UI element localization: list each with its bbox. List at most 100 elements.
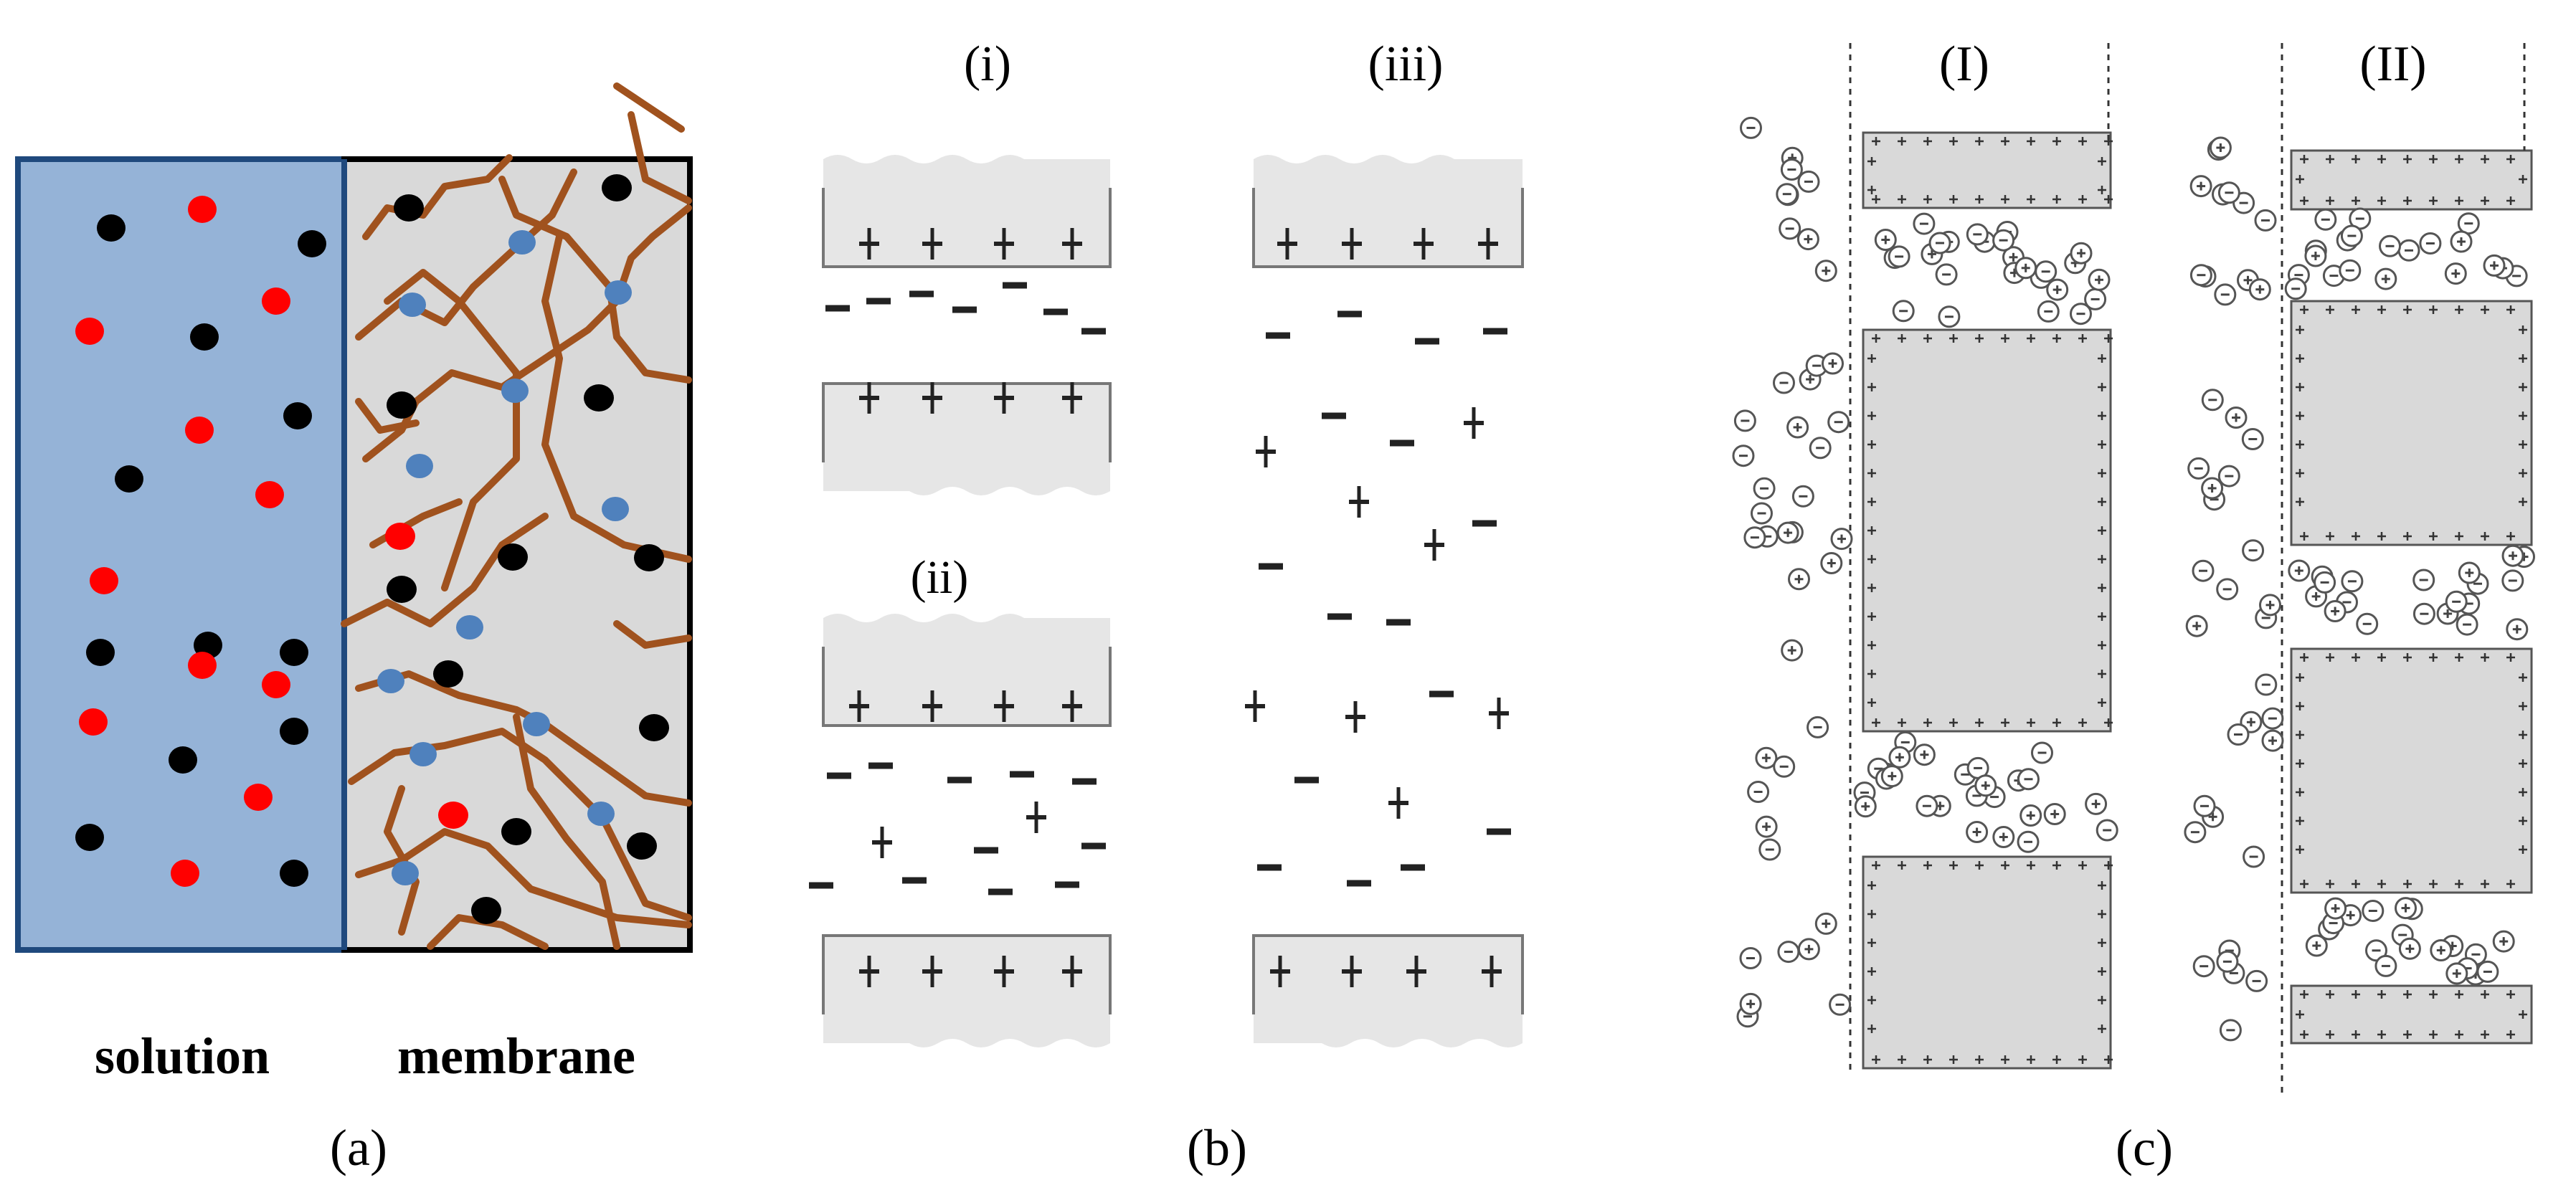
black-ion (639, 714, 669, 741)
charged-block (1862, 328, 2112, 733)
wall-edge (822, 188, 1112, 268)
black-ion (86, 639, 115, 666)
black-ion (298, 230, 326, 257)
anion (2379, 234, 2401, 257)
red-ion (255, 481, 284, 508)
anion (2419, 232, 2442, 255)
black-ion (634, 544, 664, 571)
charged-block (2290, 647, 2533, 894)
anion (1892, 300, 1915, 323)
label-I: (I) (1939, 37, 1989, 92)
black-ion (501, 818, 531, 845)
charged-block (2290, 984, 2533, 1045)
cation (1814, 912, 1837, 935)
anion (1827, 411, 1850, 434)
anion (2314, 571, 2336, 594)
anion (2340, 224, 2363, 247)
anion (2192, 955, 2215, 978)
red-ion (438, 802, 468, 829)
anion (2241, 428, 2264, 450)
caption-b: (b) (1187, 1119, 1247, 1176)
cation (1966, 821, 1989, 843)
anion (2476, 960, 2499, 983)
cation (2043, 803, 2066, 825)
fixed-charge-sites (377, 230, 632, 885)
anion (2255, 673, 2278, 696)
anion (2362, 900, 2385, 922)
black-ion (97, 214, 126, 242)
anion (2242, 539, 2265, 562)
black-ion (190, 323, 219, 351)
cation (1992, 826, 2015, 848)
black-ion (169, 746, 197, 774)
red-ion (262, 287, 290, 315)
cation (2430, 939, 2453, 961)
anion (2397, 239, 2420, 262)
anion (1747, 781, 1770, 803)
wall-edge (1252, 188, 1524, 268)
positive-charge (1489, 698, 1509, 729)
anion (1739, 947, 1762, 969)
black-ion (115, 465, 143, 493)
anion (2187, 457, 2210, 480)
charged-block (1862, 855, 2112, 1070)
cation (2445, 962, 2468, 985)
anion (2456, 613, 2478, 636)
cation (2014, 257, 2037, 280)
solution-label: solution (95, 1027, 270, 1085)
anion (2214, 283, 2237, 306)
solution-ions (75, 196, 326, 887)
anion (1888, 245, 1910, 268)
anion (1733, 409, 1756, 432)
membrane-label: membrane (397, 1027, 635, 1085)
positive-charge (1245, 690, 1265, 722)
cation (2304, 244, 2327, 267)
cation (1830, 528, 1853, 551)
wall-fill (1254, 936, 1523, 1047)
cation (2374, 267, 2397, 290)
positive-charge (1345, 701, 1365, 733)
cation (2209, 136, 2232, 159)
anion (2284, 277, 2307, 300)
anion (1966, 223, 1989, 246)
anion (1740, 116, 1762, 139)
cation (2398, 937, 2421, 960)
cation (2444, 262, 2467, 285)
membrane-blocks (1849, 43, 2533, 1097)
wall-fill (823, 614, 1110, 726)
red-ion (385, 523, 415, 550)
cation (2324, 897, 2347, 920)
anion (1935, 263, 1958, 286)
panel-b-diagram: (i) (iii) (ii) (b) (809, 37, 1524, 1176)
panel-c-diagram: (I) (II) (c) (1732, 37, 2535, 1176)
positive-charge (1424, 529, 1444, 561)
cation (2288, 559, 2311, 582)
cation (1888, 746, 1911, 769)
positive-charge (872, 827, 892, 858)
cation (1755, 815, 1778, 838)
fixed-site (377, 669, 404, 693)
anion (2217, 181, 2240, 204)
red-ion (79, 708, 108, 736)
cation (1913, 743, 1936, 766)
fixed-site (406, 454, 433, 478)
label-iii: (iii) (1368, 37, 1444, 92)
red-ion (188, 196, 217, 223)
anion (1777, 941, 1800, 964)
anion (1992, 229, 2015, 252)
membrane-ions (385, 174, 669, 924)
wall-fill (823, 155, 1110, 267)
red-ion (262, 671, 290, 698)
cation (2259, 594, 2281, 617)
cation (2305, 934, 2328, 957)
anion (1938, 305, 1961, 328)
fixed-site (392, 861, 419, 885)
cation (1854, 795, 1877, 818)
red-ion (171, 860, 199, 887)
electrolyte-ions (1732, 116, 2535, 1042)
anion (1773, 755, 1796, 778)
black-ion (387, 391, 417, 419)
anion (1916, 794, 1938, 817)
label-II: (II) (2359, 37, 2426, 92)
